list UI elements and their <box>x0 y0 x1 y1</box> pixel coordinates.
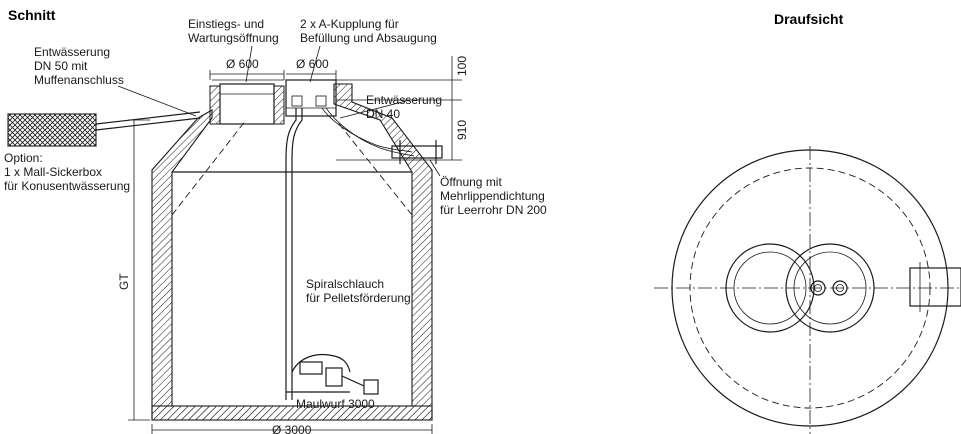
dim-opening-right: Ø 600 <box>296 57 329 71</box>
label-drain-dn40: Entwässerung DN 40 <box>366 93 445 121</box>
dim-opening-left: Ø 600 <box>226 57 259 71</box>
top-view-heading: Draufsicht <box>774 11 844 27</box>
label-drain-dn50: Entwässerung DN 50 mit Muffenanschluss <box>34 45 124 87</box>
dim-top-height: 100 <box>455 56 469 76</box>
tank-section <box>95 79 443 421</box>
label-option: Option: 1 x Mall-Sickerbox für Konusentw… <box>4 151 130 193</box>
label-spiral-hose: Spiralschlauch für Pelletsförderung <box>306 277 411 305</box>
maulwurf-device <box>285 353 379 400</box>
section-heading: Schnitt <box>8 7 56 23</box>
label-mole: Maulwurf 3000 <box>296 397 375 411</box>
dim-cone-height: 910 <box>455 120 469 140</box>
top-view <box>654 146 961 434</box>
dim-diameter: Ø 3000 <box>272 423 312 434</box>
label-seal-opening: Öffnung mit Mehrlippendichtung für Leerr… <box>440 175 548 217</box>
dimension-lines <box>128 56 462 434</box>
leader-lines <box>117 45 441 177</box>
dim-total-height: GT <box>117 273 131 290</box>
label-couplings: 2 x A-Kupplung für Befüllung und Absaugu… <box>300 17 437 45</box>
label-access-opening: Einstiegs- und Wartungsöffnung <box>188 17 279 45</box>
sickerbox <box>7 113 97 147</box>
